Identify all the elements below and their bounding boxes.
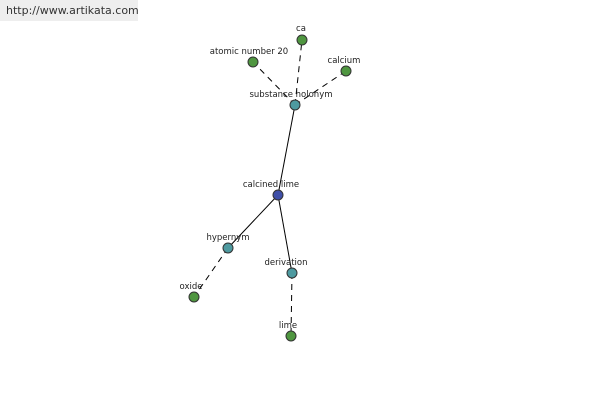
node-lime[interactable]: lime — [279, 321, 297, 342]
node-label-atomic-number-20: atomic number 20 — [210, 47, 288, 57]
node-ca[interactable]: ca — [296, 24, 308, 46]
node-calcined-lime[interactable]: calcined lime — [243, 180, 299, 201]
site-url-link[interactable]: http://www.artikata.com — [6, 4, 139, 17]
url-banner: http://www.artikata.com — [0, 0, 139, 21]
node-hypernym[interactable]: hypernym — [206, 233, 250, 254]
node-dot-hypernym[interactable] — [222, 242, 234, 254]
node-derivation[interactable]: derivation — [264, 258, 308, 279]
edge-hypernym-to-oxide — [193, 247, 229, 298]
node-label-substance-holonym: substance holonym — [249, 90, 332, 100]
node-dot-ca[interactable] — [296, 34, 308, 46]
edge-calcined-lime-to-substance-holonym — [277, 104, 296, 196]
node-dot-substance-holonym[interactable] — [289, 99, 301, 111]
node-dot-calcium[interactable] — [340, 65, 352, 77]
node-calcium[interactable]: calcium — [328, 56, 361, 77]
node-label-calcium: calcium — [328, 56, 361, 66]
node-label-derivation: derivation — [264, 258, 307, 268]
node-dot-lime[interactable] — [285, 330, 297, 342]
node-oxide[interactable]: oxide — [180, 282, 203, 303]
node-dot-derivation[interactable] — [286, 267, 298, 279]
node-dot-oxide[interactable] — [188, 291, 200, 303]
node-atomic-number-20[interactable]: atomic number 20 — [210, 47, 288, 68]
node-label-oxide: oxide — [180, 282, 203, 292]
node-dot-calcined-lime[interactable] — [272, 189, 284, 201]
node-label-lime: lime — [279, 321, 297, 331]
edge-calcined-lime-to-derivation — [277, 194, 293, 274]
node-substance-holonym[interactable]: substance holonym — [249, 90, 333, 111]
node-label-ca: ca — [296, 24, 306, 34]
graph-nodes: calcined lime substance holonym hypernym de… — [180, 24, 361, 342]
graph-edges — [193, 39, 347, 337]
node-dot-atomic-number-20[interactable] — [247, 56, 259, 68]
edge-calcined-lime-to-hypernym — [227, 194, 279, 249]
node-label-calcined-lime: calcined lime — [243, 180, 299, 190]
node-label-hypernym: hypernym — [206, 233, 249, 243]
